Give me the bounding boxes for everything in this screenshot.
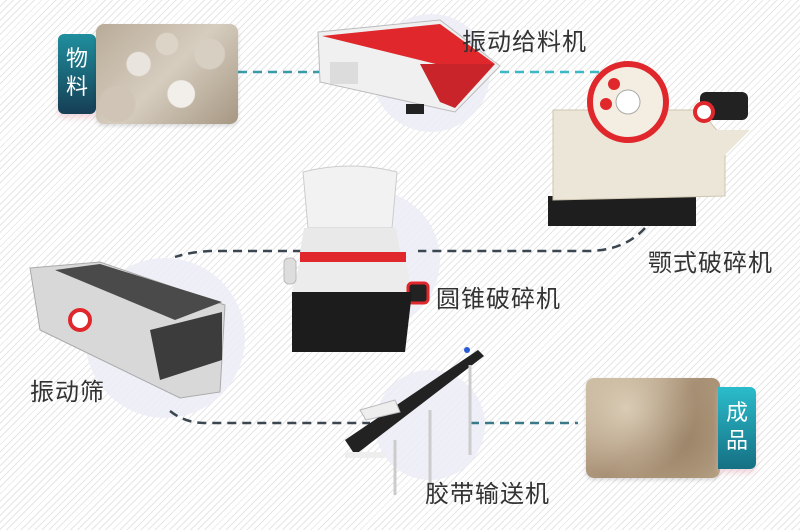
belt-conveyor-label: 胶带输送机	[425, 480, 550, 508]
cone-crusher-label: 圆锥破碎机	[436, 285, 561, 313]
connector-jaw-to-cone	[418, 227, 646, 253]
sand-photo	[586, 378, 720, 478]
raw-material-tag-char-2: 料	[65, 75, 88, 100]
finished-product-tag-char-1: 成	[725, 401, 748, 426]
raw-material-tag: 物 料	[58, 34, 96, 114]
pebbles-photo	[96, 24, 238, 124]
finished-product-tag: 成 品	[718, 387, 756, 469]
connector-cone-to-screen	[174, 249, 302, 259]
vibrating-screen-label: 振动筛	[30, 378, 105, 406]
vibrating-feeder-label: 振动给料机	[462, 28, 587, 56]
finished-product-tag-char-2: 品	[725, 429, 748, 454]
jaw-crusher-label: 颚式破碎机	[648, 249, 773, 277]
raw-material-tag-char-1: 物	[65, 47, 88, 72]
connector-screen-to-conveyor	[169, 410, 370, 425]
